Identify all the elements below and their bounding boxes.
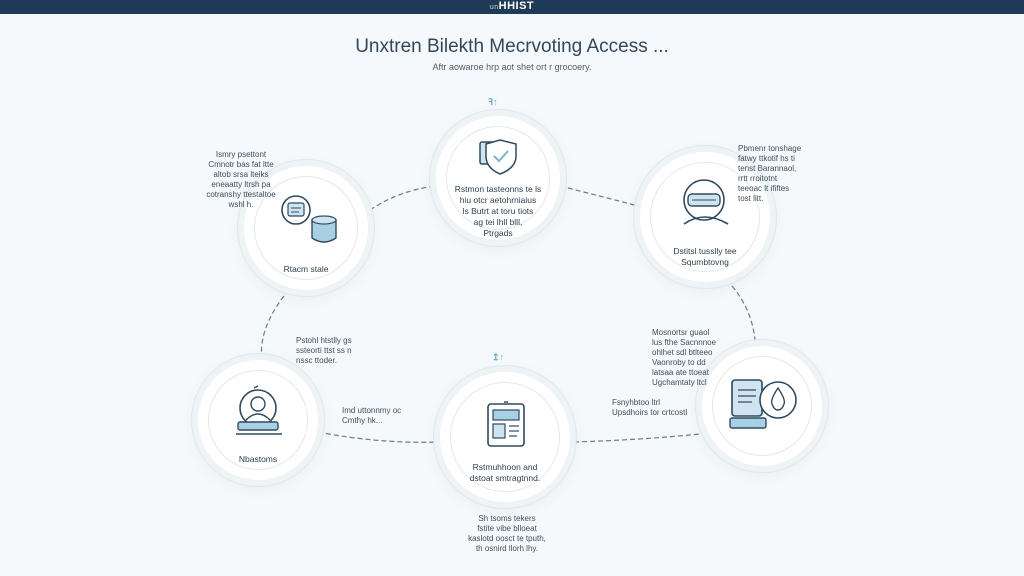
bottom-tag-icon: ↥↑ xyxy=(492,352,505,362)
card-droplet-icon xyxy=(729,379,797,429)
note-top-left: Ismry psettont Cmnotr bas fat ltte altob… xyxy=(206,150,276,209)
note-bottom: Sh tsoms tekers fstite vibe blloeat kasl… xyxy=(468,514,546,553)
node-bottom-right xyxy=(702,346,822,466)
node-bottom-left: Nbastoms xyxy=(198,360,318,480)
note-mid-left: Pstohl htstlly gs ssteorti ttst ss n nss… xyxy=(296,336,352,365)
note-bottom-right-side: Fsnyhbtoo ltrl Upsdhoirs tor crtcostl xyxy=(612,398,688,417)
connector-center-bottomright xyxy=(573,433,701,443)
connector-top-right xyxy=(559,185,639,207)
connector-left-top xyxy=(369,185,437,211)
connector-left-bottomleft xyxy=(260,295,285,361)
connector-bottomleft-center xyxy=(317,431,441,443)
page-subtitle: Aftr aowaroe hrp aot shet ort r grocoery… xyxy=(432,62,592,72)
node-bottom-center: Rstmuhhoon and dstoat smtragtnnd. xyxy=(440,372,570,502)
node-top: Rstmon tasteonns te ls hiu otcr aetohrni… xyxy=(436,116,560,240)
user-headset-icon xyxy=(683,179,729,225)
note-bottom-left-side: Imd uttonnmy oc Cmthy hk... xyxy=(342,406,402,425)
person-workstation-icon xyxy=(236,385,282,435)
page-title: Unxtren Bilekth Mecrvoting Access ... xyxy=(355,36,669,57)
device-panel-icon xyxy=(487,401,525,447)
top-tag-icon: ꟻ↑ xyxy=(488,97,498,107)
top-bar xyxy=(0,0,1024,14)
document-scanner-icon xyxy=(281,195,337,243)
shield-monitor-icon xyxy=(479,139,517,175)
node-right: Dstitsl tusslly tee Squmbtovng xyxy=(640,152,770,282)
node-left: Rtacm stale xyxy=(244,166,368,290)
connector-right-bottomright xyxy=(731,285,756,341)
brand-logo: unHHIST xyxy=(489,0,535,12)
note-mid-right: Mosnortsr guaol lus fthe Sacnnnoe ohlhet… xyxy=(652,328,717,387)
note-top-right: Pbmenr tonshage fatwy ttkotif hs ti tens… xyxy=(738,144,802,203)
